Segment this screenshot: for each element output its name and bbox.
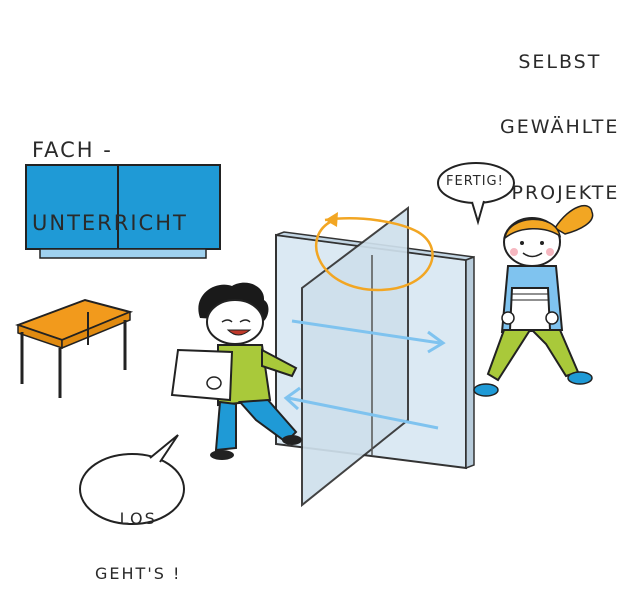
speech-bubble-fertig — [437, 162, 515, 226]
label-selbst-line3: PROJEKTE — [511, 181, 619, 204]
label-fach-line2: UNTERRICHT — [32, 210, 188, 235]
boy-with-paper-icon — [170, 282, 302, 460]
rotating-glass-door-icon — [275, 205, 475, 508]
label-selbst-line2: GEWÄHLTE — [500, 116, 619, 139]
label-fach-line1: FACH - — [32, 138, 113, 163]
illustration: FACH - UNTERRICHT SELBST GEWÄHLTE PROJEK… — [15, 8, 619, 583]
speech-bubble-los — [79, 434, 185, 525]
school-desk-icon — [15, 298, 134, 398]
bubble-los-line1: LOS — [119, 508, 157, 528]
bubble-fertig-text: FERTIG! — [446, 174, 504, 189]
label-selbst-gewaehlte-projekte: SELBST GEWÄHLTE PROJEKTE — [500, 8, 619, 226]
blackboard-icon — [25, 164, 221, 259]
bubble-los-text: LOS GEHT'S ! — [95, 473, 181, 602]
bubble-los-line2: GEHT'S ! — [95, 563, 182, 583]
label-fachunterricht: FACH - UNTERRICHT — [32, 90, 188, 259]
girl-with-papers-icon — [473, 204, 594, 397]
label-selbst-line1: SELBST — [518, 50, 602, 73]
